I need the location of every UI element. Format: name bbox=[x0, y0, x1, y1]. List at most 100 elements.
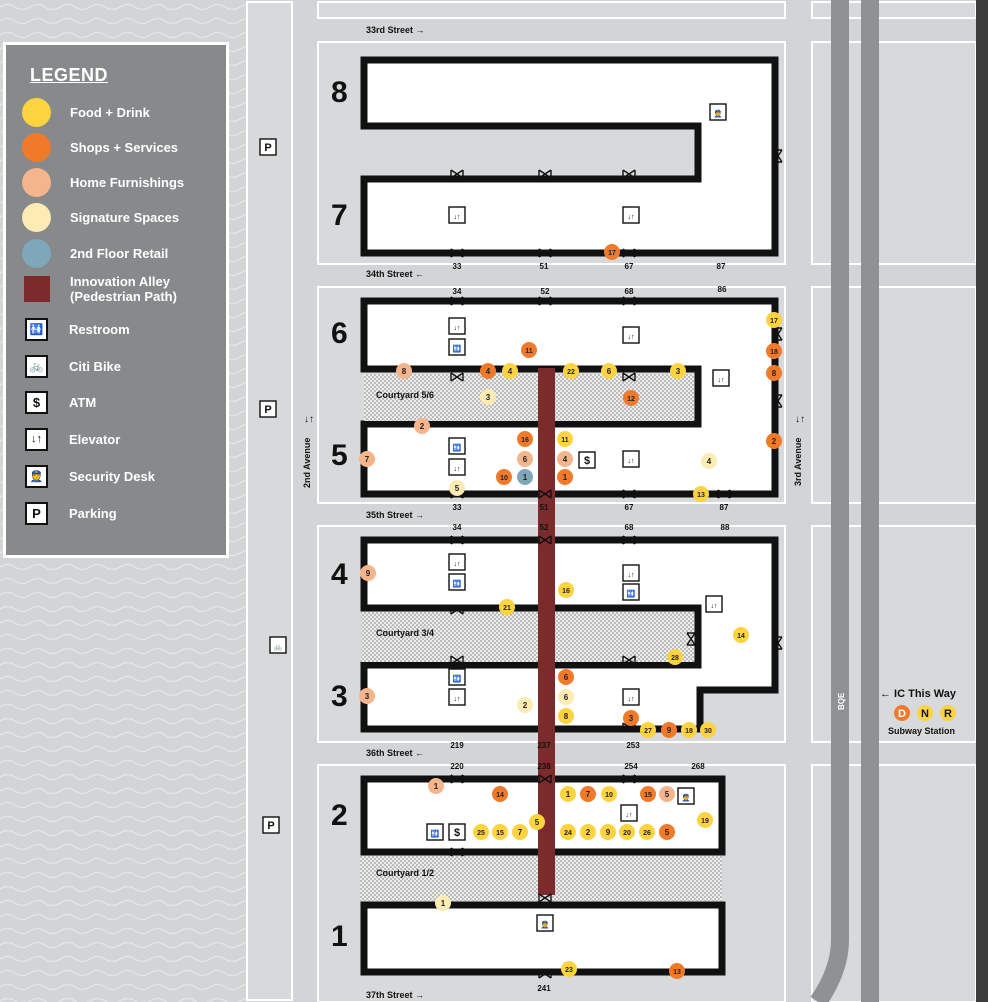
poi-marker[interactable]: 30 bbox=[700, 722, 716, 738]
legend-swatch bbox=[24, 276, 50, 302]
poi-marker[interactable]: 11 bbox=[557, 431, 573, 447]
legend-label: Signature Spaces bbox=[70, 209, 180, 225]
poi-marker[interactable]: 9 bbox=[360, 565, 376, 581]
poi-marker[interactable]: 14 bbox=[492, 786, 508, 802]
poi-marker[interactable]: 7 bbox=[359, 451, 375, 467]
poi-marker[interactable]: 1 bbox=[517, 469, 533, 485]
poi-marker[interactable]: 16 bbox=[558, 582, 574, 598]
poi-marker[interactable]: 2 bbox=[517, 697, 533, 713]
poi-marker[interactable]: 13 bbox=[693, 486, 709, 502]
poi-marker[interactable]: 12 bbox=[623, 390, 639, 406]
poi-marker[interactable]: 5 bbox=[659, 824, 675, 840]
poi-marker[interactable]: 5 bbox=[659, 786, 675, 802]
entrance-number: 253 bbox=[626, 741, 640, 750]
poi-marker[interactable]: 1 bbox=[560, 786, 576, 802]
poi-marker-number: 23 bbox=[565, 967, 573, 974]
poi-marker[interactable]: 18 bbox=[681, 722, 697, 738]
poi-marker[interactable]: 16 bbox=[517, 431, 533, 447]
poi-marker[interactable]: 17 bbox=[766, 312, 782, 328]
entrance-door-icon bbox=[717, 489, 731, 499]
poi-marker[interactable]: 4 bbox=[502, 363, 518, 379]
legend-title: LEGEND bbox=[30, 65, 109, 85]
poi-marker[interactable]: 1 bbox=[435, 895, 451, 911]
poi-marker[interactable]: 15 bbox=[492, 824, 508, 840]
poi-marker[interactable]: 20 bbox=[619, 824, 635, 840]
poi-marker[interactable]: 25 bbox=[473, 824, 489, 840]
poi-marker[interactable]: 5 bbox=[529, 814, 545, 830]
building-label: 8 bbox=[331, 76, 348, 109]
poi-marker-number: 5 bbox=[535, 818, 540, 827]
poi-marker[interactable]: 22 bbox=[563, 363, 579, 379]
street-label: 34th Street ← bbox=[366, 269, 424, 279]
entrance-number: 33 bbox=[453, 262, 462, 271]
svg-text:↓↑: ↓↑ bbox=[795, 414, 805, 425]
poi-marker[interactable]: 6 bbox=[517, 451, 533, 467]
legend-label: Parking bbox=[69, 505, 117, 521]
poi-marker[interactable]: 4 bbox=[701, 453, 717, 469]
poi-marker[interactable]: 3 bbox=[670, 363, 686, 379]
poi-marker[interactable]: 26 bbox=[639, 824, 655, 840]
poi-marker[interactable]: 6 bbox=[601, 363, 617, 379]
poi-marker-number: 2 bbox=[523, 701, 528, 710]
svg-text:🚻: 🚻 bbox=[453, 344, 462, 353]
poi-marker[interactable]: 3 bbox=[480, 389, 496, 405]
poi-marker[interactable]: 1 bbox=[428, 778, 444, 794]
poi-marker[interactable]: 18 bbox=[766, 343, 782, 359]
poi-marker[interactable]: 7 bbox=[512, 824, 528, 840]
citi-bike-icon: 🚲 bbox=[269, 636, 287, 654]
poi-marker[interactable]: 9 bbox=[661, 722, 677, 738]
poi-marker[interactable]: 15 bbox=[640, 786, 656, 802]
entrance-door-icon bbox=[450, 535, 464, 545]
poi-marker[interactable]: 5 bbox=[449, 480, 465, 496]
poi-marker[interactable]: 3 bbox=[359, 688, 375, 704]
elevator-icon: ↓↑ bbox=[448, 553, 466, 571]
poi-marker[interactable]: 9 bbox=[600, 824, 616, 840]
legend-item: Home Furnishings bbox=[22, 167, 184, 197]
poi-marker-number: 13 bbox=[697, 492, 705, 499]
building-label: 5 bbox=[331, 439, 348, 472]
poi-marker[interactable]: 21 bbox=[499, 599, 515, 615]
poi-marker[interactable]: 4 bbox=[480, 363, 496, 379]
poi-marker[interactable]: 10 bbox=[496, 469, 512, 485]
poi-marker[interactable]: 14 bbox=[733, 627, 749, 643]
poi-marker[interactable]: 6 bbox=[558, 669, 574, 685]
poi-marker[interactable]: 24 bbox=[560, 824, 576, 840]
legend-label: Security Desk bbox=[69, 468, 155, 484]
poi-marker[interactable]: 11 bbox=[521, 342, 537, 358]
entrance-door-icon bbox=[773, 636, 783, 650]
poi-marker-number: 18 bbox=[770, 349, 778, 356]
poi-marker[interactable]: 19 bbox=[697, 812, 713, 828]
poi-marker[interactable]: 13 bbox=[669, 963, 685, 979]
poi-marker-number: 8 bbox=[402, 367, 407, 376]
poi-marker[interactable]: 23 bbox=[561, 961, 577, 977]
entrance-door-icon bbox=[538, 169, 552, 179]
entrance-number: 88 bbox=[721, 523, 730, 532]
svg-text:↓↑: ↓↑ bbox=[628, 334, 635, 341]
poi-marker[interactable]: 28 bbox=[667, 649, 683, 665]
poi-marker[interactable]: 8 bbox=[766, 365, 782, 381]
poi-marker[interactable]: 8 bbox=[558, 708, 574, 724]
poi-marker[interactable]: 3 bbox=[623, 710, 639, 726]
elevator-icon: ↓↑ bbox=[712, 369, 730, 387]
poi-marker[interactable]: 27 bbox=[640, 722, 656, 738]
subway-line-r bbox=[940, 705, 956, 721]
legend-label: Elevator bbox=[69, 431, 121, 447]
poi-marker[interactable]: 7 bbox=[580, 786, 596, 802]
poi-marker[interactable]: 4 bbox=[557, 451, 573, 467]
entrance-number: 220 bbox=[450, 762, 464, 771]
poi-marker[interactable]: 17 bbox=[604, 244, 620, 260]
poi-marker-number: 19 bbox=[701, 818, 709, 825]
poi-marker[interactable]: 2 bbox=[766, 433, 782, 449]
poi-marker[interactable]: 1 bbox=[557, 469, 573, 485]
poi-marker[interactable]: 2 bbox=[580, 824, 596, 840]
poi-marker[interactable]: 2 bbox=[414, 418, 430, 434]
svg-text:P: P bbox=[264, 142, 271, 154]
poi-marker[interactable]: 8 bbox=[396, 363, 412, 379]
poi-marker[interactable]: 10 bbox=[601, 786, 617, 802]
poi-marker[interactable]: 6 bbox=[558, 689, 574, 705]
poi-marker-number: 7 bbox=[586, 790, 591, 799]
svg-text:🚻: 🚻 bbox=[453, 674, 462, 683]
poi-marker-number: 27 bbox=[644, 728, 652, 735]
